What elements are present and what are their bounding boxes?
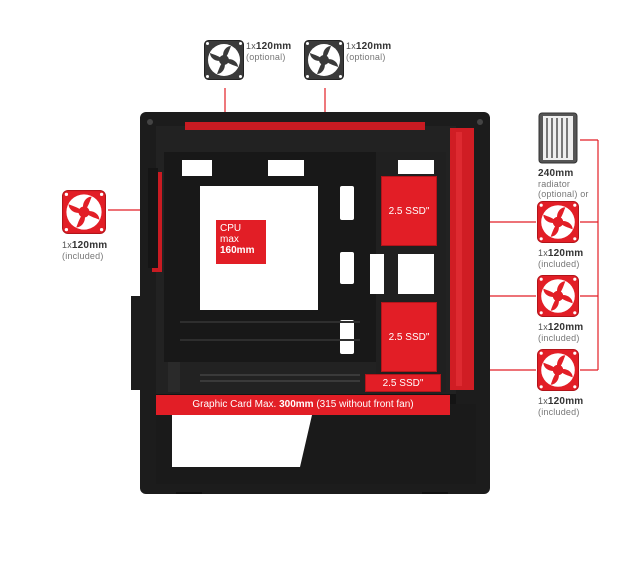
front-fan-3-label: 1x120mm (included) — [538, 396, 583, 417]
front-fan-2-qty: 1x — [538, 322, 548, 332]
radiator-icon — [538, 112, 578, 164]
ssd-bay-3: 2.5 SSD" — [365, 374, 441, 392]
rear-fan — [62, 190, 106, 234]
radiator-note: (optional) or — [538, 189, 589, 199]
ssd-bay-2-label: 2.5 SSD" — [388, 331, 430, 343]
gpu-length-bar: Graphic Card Max. 300mm (315 without fro… — [156, 395, 450, 415]
fan-icon — [62, 190, 106, 234]
front-fan-1-label: 1x120mm (included) — [538, 248, 583, 269]
front-fan-2-note: (included) — [538, 333, 580, 343]
top-fan-1 — [204, 40, 244, 80]
rear-fan-label: 1x120mm (included) — [62, 240, 107, 261]
rear-fan-mount — [148, 168, 158, 268]
cpu-line2: max — [220, 234, 239, 245]
front-fan-2-size: 120mm — [547, 322, 584, 333]
ssd-bay-1: 2.5 SSD" — [381, 176, 437, 246]
rear-io-bracket — [131, 296, 141, 390]
radiator-word: radiator — [538, 179, 571, 189]
ssd-bay-3-label: 2.5 SSD" — [382, 377, 424, 389]
ssd-bay-1-label: 2.5 SSD" — [388, 205, 430, 217]
front-fan-2-label: 1x120mm (included) — [538, 322, 583, 343]
fan-icon — [537, 349, 579, 391]
front-fan-3-note: (included) — [538, 407, 580, 417]
gpu-value: 300mm — [279, 399, 314, 410]
gpu-suffix: (315 without front fan) — [313, 399, 414, 410]
fan-icon — [537, 201, 579, 243]
cpu-line3: 160mm — [220, 245, 255, 256]
top-fan-2-qty: 1x — [346, 41, 356, 51]
top-fan-1-qty: 1x — [246, 41, 256, 51]
top-fan-2-size: 120mm — [355, 41, 392, 52]
pc-case — [140, 112, 490, 494]
cpu-cooler-label: CPU max 160mm — [216, 220, 266, 264]
gpu-prefix: Graphic Card Max. — [192, 399, 280, 410]
front-fan-3 — [537, 349, 579, 391]
cpu-line1: CPU — [220, 223, 242, 234]
top-fan-2-label: 1x120mm (optional) — [346, 41, 391, 62]
front-fan-1-qty: 1x — [538, 248, 548, 258]
front-fan-1 — [537, 201, 579, 243]
rear-fan-qty: 1x — [62, 240, 72, 250]
top-fan-1-size: 120mm — [255, 41, 292, 52]
front-fan-3-qty: 1x — [538, 396, 548, 406]
front-radiator-label: 240mm radiator (optional) or — [538, 168, 589, 200]
fan-icon — [537, 275, 579, 317]
top-fan-1-note: (optional) — [246, 52, 286, 62]
front-fan-3-size: 120mm — [547, 396, 584, 407]
fan-icon — [304, 40, 344, 80]
front-fan-1-size: 120mm — [547, 248, 584, 259]
front-radiator — [538, 112, 578, 164]
rear-fan-note: (included) — [62, 251, 104, 261]
rear-fan-size: 120mm — [71, 240, 108, 251]
radiator-size: 240mm — [538, 168, 574, 179]
front-fan-2 — [537, 275, 579, 317]
top-fan-1-label: 1x120mm (optional) — [246, 41, 291, 62]
fan-icon — [204, 40, 244, 80]
ssd-bay-2: 2.5 SSD" — [381, 302, 437, 372]
top-fan-2 — [304, 40, 344, 80]
front-fan-1-note: (included) — [538, 259, 580, 269]
top-fan-2-note: (optional) — [346, 52, 386, 62]
